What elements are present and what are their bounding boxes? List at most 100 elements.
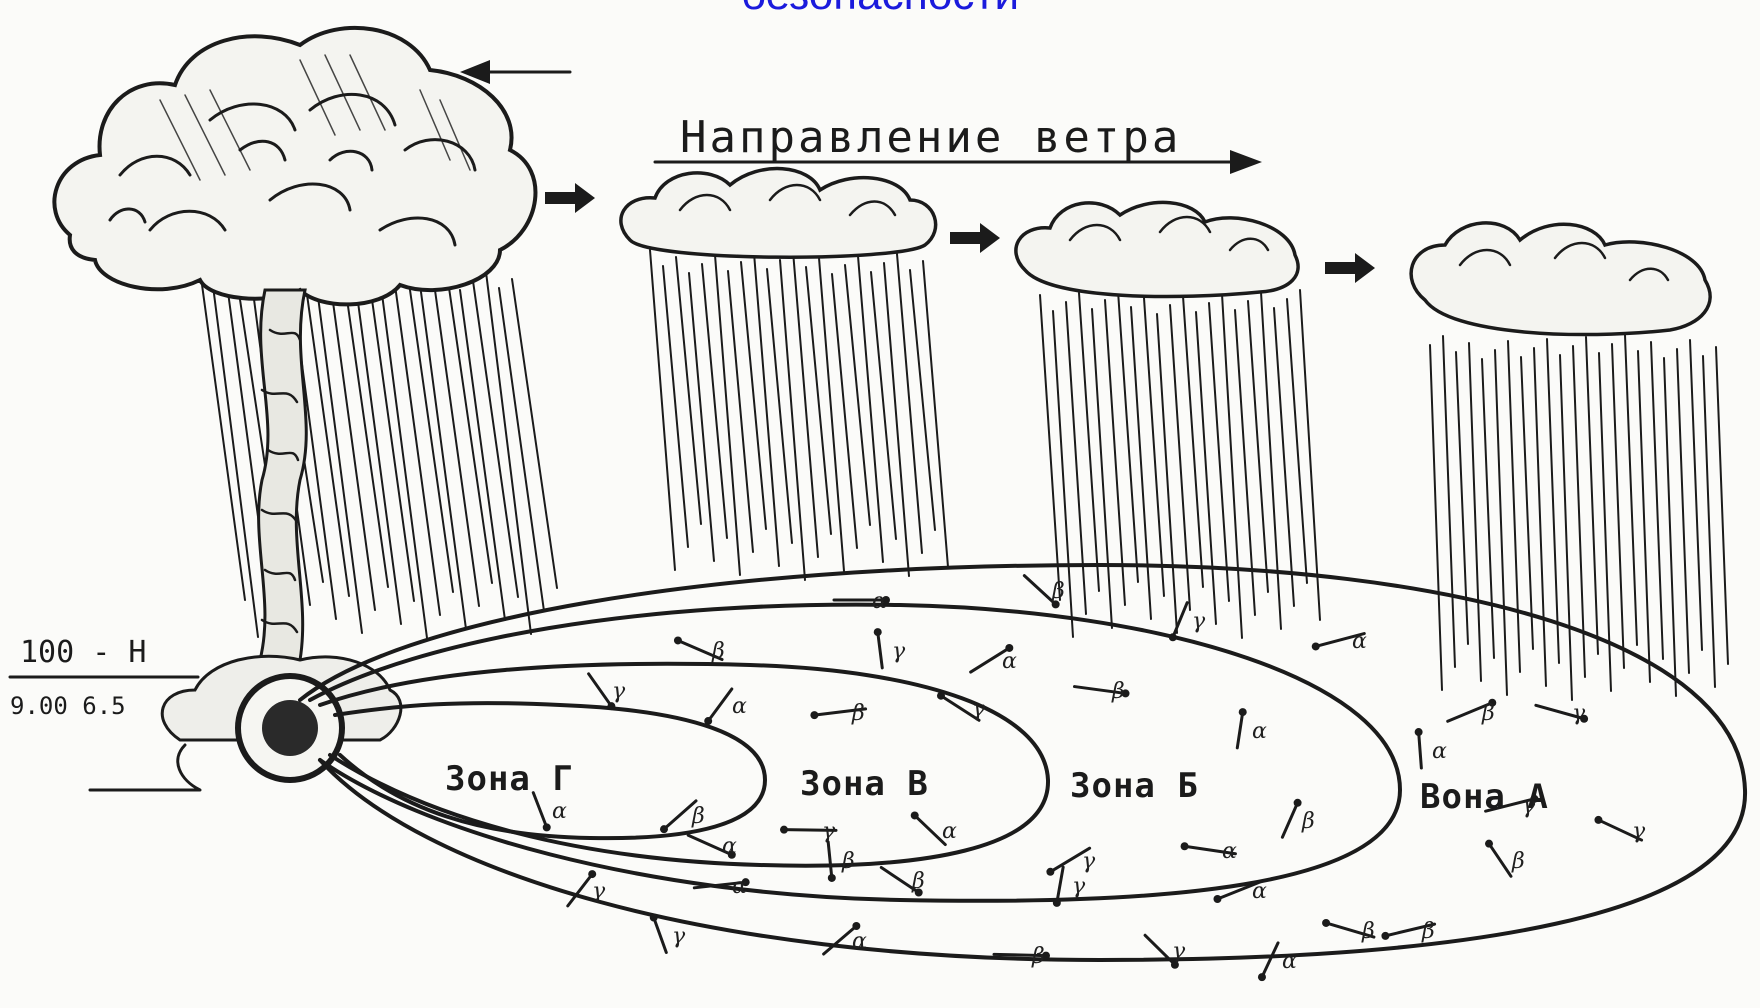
rain-streak	[819, 258, 844, 571]
rain-streak	[728, 271, 753, 552]
radiation-marker: γ	[780, 819, 836, 844]
radiation-marker: γ	[1046, 848, 1096, 876]
svg-text:β: β	[1361, 919, 1375, 944]
svg-text:β: β	[1301, 809, 1315, 834]
rain-streak	[1547, 339, 1559, 663]
radiation-marker: α	[824, 922, 867, 954]
rain-streak	[1443, 336, 1455, 667]
svg-text:β: β	[1421, 919, 1435, 944]
rain-streak	[663, 266, 688, 547]
svg-text:γ: γ	[822, 819, 836, 844]
svg-text:γ: γ	[1192, 609, 1206, 634]
radiation-marker: α	[1258, 943, 1297, 981]
zone-v-label: Зона В	[800, 764, 929, 804]
rain-streak	[676, 257, 701, 524]
svg-text:β: β	[1481, 701, 1495, 726]
svg-text:β: β	[1051, 579, 1065, 604]
rain-streak	[1261, 292, 1281, 629]
svg-text:α: α	[1252, 719, 1267, 744]
rain-streak	[806, 267, 831, 534]
rain-streak	[1638, 351, 1650, 682]
rain-streak	[1651, 342, 1663, 659]
rain-streak	[1677, 349, 1689, 673]
rain-streak	[832, 274, 857, 548]
radiation-marker: β	[881, 867, 924, 896]
rain-streak	[780, 260, 805, 580]
svg-text:β: β	[1031, 944, 1045, 969]
rain-streak	[741, 262, 766, 529]
svg-text:α: α	[1352, 629, 1367, 654]
rain-streak	[884, 263, 909, 576]
rain-streak	[1534, 348, 1546, 686]
rain-streak	[1040, 295, 1060, 600]
svg-text:γ: γ	[1172, 939, 1186, 964]
radiation-marker: β	[1024, 576, 1064, 609]
svg-text:α: α	[1432, 739, 1447, 764]
rain-streak	[1690, 340, 1702, 650]
rain-streak	[1482, 359, 1494, 658]
svg-text:β: β	[691, 804, 705, 829]
radiation-marker: α	[1237, 708, 1267, 748]
svg-text:α: α	[852, 929, 867, 954]
svg-text:α: α	[1002, 649, 1017, 674]
svg-text:γ: γ	[1072, 874, 1086, 899]
svg-text:α: α	[732, 874, 747, 899]
svg-text:γ: γ	[1522, 794, 1536, 819]
radiation-marker: γ	[1169, 603, 1206, 642]
rain-streak	[1430, 345, 1442, 690]
radiation-marker: β	[1381, 919, 1434, 944]
radiation-marker: γ	[1145, 935, 1186, 968]
radiation-marker: β	[1322, 919, 1375, 944]
rain-streak	[702, 264, 727, 538]
rain-streak	[793, 251, 818, 557]
radiation-marker: β	[1448, 699, 1497, 726]
radiation-marker: β	[1282, 799, 1314, 837]
radiation-marker: γ	[1594, 816, 1646, 844]
radiation-marker: α	[971, 644, 1017, 674]
drifting-cloud-1	[621, 169, 936, 258]
radiation-marker: γ	[874, 628, 906, 668]
svg-text:α: α	[722, 834, 737, 859]
drifting-cloud-3	[1411, 223, 1710, 335]
rain-streak	[910, 270, 935, 530]
radiation-marker: α	[1312, 629, 1367, 654]
rain-streak	[1664, 358, 1676, 696]
rain-streak	[1495, 350, 1507, 695]
radiation-marker: β	[1074, 679, 1129, 704]
rain-streak	[1560, 355, 1572, 700]
radiation-marker: β	[1485, 840, 1525, 877]
radiation-marker: β	[660, 801, 705, 833]
svg-text:γ: γ	[612, 679, 626, 704]
explosion-marker-top: 100 - Н	[20, 635, 146, 670]
svg-text:α: α	[1222, 839, 1237, 864]
radiation-marker: α	[688, 834, 737, 859]
rain-streak	[1586, 337, 1598, 654]
svg-text:β: β	[711, 639, 725, 664]
rain-streak	[1521, 357, 1533, 649]
svg-text:γ: γ	[1572, 701, 1586, 726]
svg-text:α: α	[872, 589, 887, 614]
radiation-marker: γ	[568, 870, 606, 906]
radiation-marker: γ	[1536, 701, 1588, 726]
radiation-marker: α	[834, 589, 890, 614]
svg-text:γ: γ	[1082, 849, 1096, 874]
rain-streak	[754, 253, 779, 566]
svg-text:β: β	[851, 701, 865, 726]
rain-streak	[767, 269, 792, 543]
rain-streak	[897, 254, 922, 553]
rain-streak	[1300, 290, 1320, 620]
radiation-marker: β	[828, 842, 855, 882]
radiation-marker: β	[674, 636, 725, 664]
svg-text:α: α	[942, 819, 957, 844]
rain-streak	[871, 272, 896, 539]
radiation-marker: α	[1415, 728, 1447, 768]
svg-text:γ: γ	[892, 639, 906, 664]
svg-text:γ: γ	[1632, 819, 1646, 844]
explosion-marker-bottom: 9.00 6.5	[10, 692, 126, 720]
rain-streak	[858, 256, 883, 562]
rain-streak	[1625, 335, 1637, 645]
svg-text:β: β	[911, 869, 925, 894]
svg-text:α: α	[1282, 949, 1297, 974]
